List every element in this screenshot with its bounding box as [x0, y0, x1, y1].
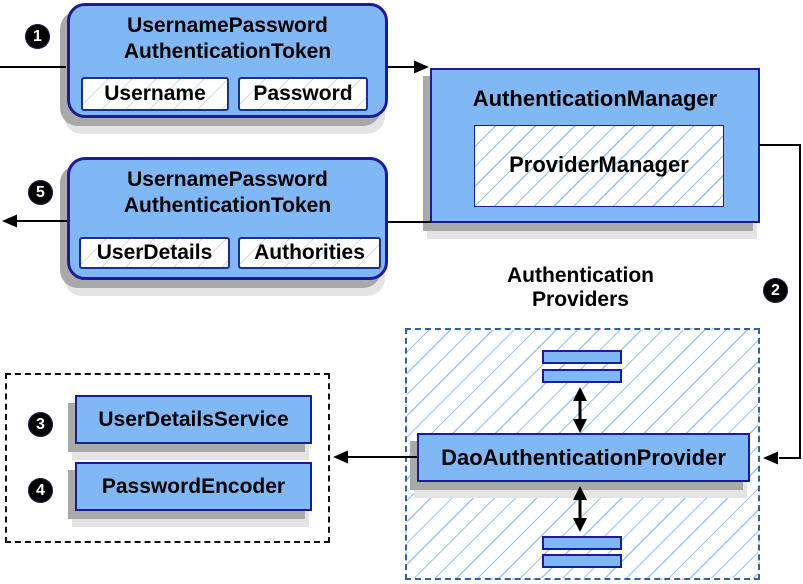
user-details-service-box: UserDetailsService	[75, 395, 312, 444]
result-token-box: UsernamePassword AuthenticationToken Use…	[67, 157, 388, 280]
request-token-box: UsernamePassword AuthenticationToken Use…	[67, 3, 388, 118]
step-badge-5: 5	[28, 180, 53, 205]
username-field: Username	[81, 77, 229, 111]
request-token-title-line1: UsernamePassword	[127, 14, 328, 37]
provider-bar-bottom-1	[542, 536, 622, 550]
step-badge-3: 3	[28, 412, 53, 437]
step-badge-4: 4	[28, 478, 53, 503]
authorities-field: Authorities	[238, 237, 381, 269]
step-badge-2: 2	[763, 278, 788, 303]
result-token-title: UsernamePassword AuthenticationToken	[70, 167, 385, 219]
request-token-title: UsernamePassword AuthenticationToken	[70, 13, 385, 65]
authentication-providers-title-line1: Authentication	[507, 264, 654, 287]
provider-bar-top-2	[542, 369, 622, 383]
authentication-manager-box: AuthenticationManager ProviderManager	[430, 68, 760, 223]
provider-bar-bottom-2	[542, 554, 622, 568]
userdetails-field: UserDetails	[79, 237, 230, 269]
result-token-title-line2: AuthenticationToken	[123, 194, 332, 217]
password-field: Password	[238, 77, 368, 111]
result-token-title-line1: UsernamePassword	[127, 168, 328, 191]
authentication-manager-title: AuthenticationManager	[472, 86, 718, 111]
provider-manager-box: ProviderManager	[474, 125, 724, 207]
authentication-providers-title: Authentication Providers	[448, 264, 713, 312]
request-token-title-line2: AuthenticationToken	[123, 40, 332, 63]
step-badge-1: 1	[25, 24, 50, 49]
dao-authentication-provider-box: DaoAuthenticationProvider	[417, 433, 750, 482]
authentication-providers-title-line2: Providers	[532, 288, 629, 311]
provider-bar-top-1	[542, 350, 622, 364]
password-encoder-box: PasswordEncoder	[75, 462, 312, 511]
services-group: UserDetailsService PasswordEncoder	[5, 373, 330, 543]
